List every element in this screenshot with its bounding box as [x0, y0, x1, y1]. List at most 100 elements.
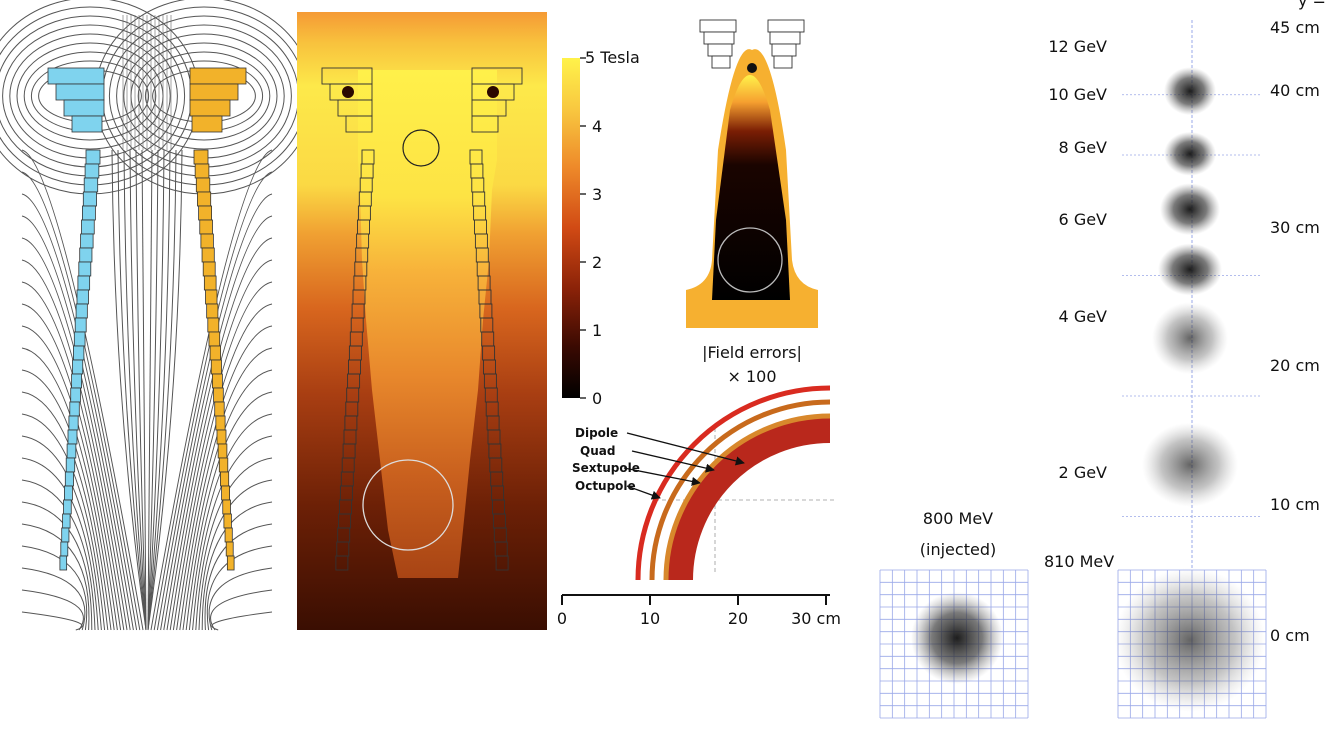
- coil-step-right: [194, 163, 210, 179]
- beam-spot: [1152, 302, 1228, 375]
- field-line-left: [21, 149, 144, 631]
- coil-step-left: [59, 555, 68, 571]
- colorbar-gradient: [562, 58, 580, 398]
- field-line-inner: [123, 149, 147, 631]
- scale-tick-label: 30 cm: [791, 609, 841, 628]
- coil-step-right: [220, 471, 230, 487]
- coil-step-right: [224, 527, 233, 543]
- coil-step-left: [76, 289, 89, 305]
- colorbar-tick-label: 1: [592, 321, 602, 340]
- coil-step-left: [60, 541, 69, 557]
- field-line-right: [156, 193, 273, 631]
- multipole-label: Dipole: [575, 426, 618, 440]
- error-coil-block-left: [707, 43, 733, 57]
- coil-step-right: [209, 345, 222, 361]
- map-coil-step-right: [495, 555, 509, 571]
- beam-spots: [1115, 67, 1265, 712]
- error-coil-block-right: [769, 31, 801, 45]
- coil-step-left: [82, 191, 97, 207]
- coil-step-right: [213, 387, 224, 403]
- coil-step-right: [221, 485, 231, 501]
- coil-step-left: [75, 303, 88, 319]
- coil-step-left: [64, 471, 74, 487]
- coil-step-right: [217, 443, 228, 459]
- coil-step-left: [63, 499, 72, 515]
- field-errors-map: [712, 75, 790, 300]
- coil-step-left: [64, 485, 73, 501]
- coil-step-left: [83, 177, 99, 193]
- field-map-coils: [321, 67, 523, 571]
- error-coil-block-right: [767, 19, 805, 33]
- error-coil-block-left: [703, 31, 735, 45]
- field-line-left: [21, 589, 84, 631]
- field-line-left: [21, 457, 99, 631]
- coil-step-right: [202, 261, 216, 277]
- field-line-left: [21, 435, 102, 631]
- field-loop-right: [137, 51, 271, 141]
- multipole-ring: [649, 399, 831, 581]
- coil-step-left: [61, 527, 70, 543]
- field-map-bore: [358, 70, 497, 578]
- coil-step-right: [201, 247, 215, 263]
- injected-beam-spot: [911, 592, 1003, 684]
- coil-step-left: [70, 387, 81, 403]
- multipole-ring: [635, 385, 831, 581]
- y-position-label: 20 cm: [1270, 356, 1320, 375]
- coil-block-right: [189, 99, 231, 117]
- coil-step-right: [203, 275, 217, 291]
- energy-label: 6 GeV: [1059, 210, 1108, 229]
- field-line-right: [204, 523, 273, 631]
- small-aperture-circle: [402, 129, 440, 167]
- coil-step-left: [67, 429, 78, 445]
- error-coil-block-right: [771, 43, 797, 57]
- multipole-label: Octupole: [575, 479, 636, 493]
- coil-step-right: [211, 373, 223, 389]
- coil-step-left: [72, 359, 84, 375]
- coil-step-left: [74, 317, 87, 333]
- field-line-left: [21, 479, 96, 631]
- coil-step-right: [197, 191, 212, 207]
- field-line-left: [21, 545, 88, 631]
- large-aperture-circle: [362, 459, 454, 551]
- energy-label: 2 GeV: [1059, 463, 1108, 482]
- colorbar-tick-label: 3: [592, 185, 602, 204]
- coil-step-left: [62, 513, 71, 529]
- multipole-label: Quad: [580, 444, 615, 458]
- coil-step-right: [218, 457, 229, 473]
- left-coil: [47, 67, 105, 571]
- y-position-label: 40 cm: [1270, 81, 1320, 100]
- coil-step-right: [193, 149, 209, 165]
- field-line-inner: [147, 149, 153, 631]
- field-line-left: [21, 611, 83, 631]
- energy-label: 810 MeV: [1044, 552, 1114, 571]
- field-errors-panel: |Field errors| × 100: [686, 12, 818, 386]
- right-coil: [189, 67, 247, 571]
- coil-step-right: [199, 219, 213, 235]
- coil-block-right: [189, 67, 247, 85]
- field-line-inner: [147, 149, 159, 631]
- multipole-arrow: [623, 467, 701, 486]
- coil-block-right: [189, 83, 239, 101]
- injected-label-note: (injected): [920, 540, 996, 559]
- y-axis-title: y =: [1298, 0, 1326, 10]
- coil-step-right: [223, 513, 232, 529]
- coil-step-left: [66, 443, 77, 459]
- colorbar-top-label: 5 Tesla: [585, 48, 640, 67]
- coil-block-left: [55, 83, 105, 101]
- coil-block-right: [191, 115, 223, 133]
- coil-block-left: [47, 67, 105, 85]
- scale-tick-label: 10: [640, 609, 660, 628]
- field-errors-pole: [747, 63, 757, 73]
- field-line-right: [210, 589, 273, 631]
- coil-step-right: [195, 177, 211, 193]
- coil-step-right: [208, 331, 221, 347]
- beam-spot: [1158, 243, 1222, 296]
- multipole-label: Sextupole: [572, 461, 640, 475]
- multipole-ring: [667, 417, 831, 581]
